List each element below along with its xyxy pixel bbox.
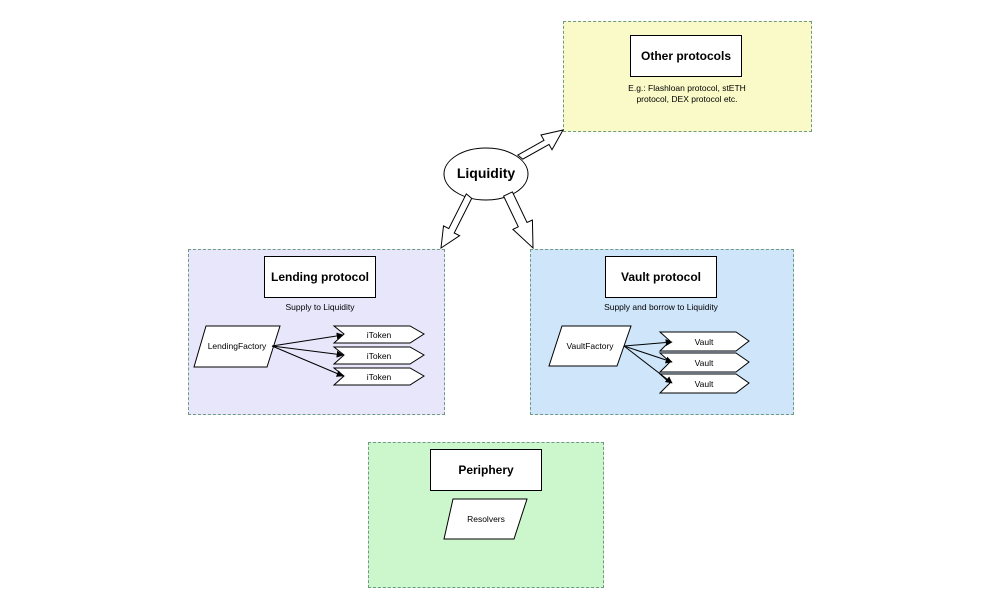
vault-arrow-3 — [623, 345, 673, 384]
periphery-title: Periphery — [430, 449, 542, 491]
vault-factory-shape — [548, 325, 632, 367]
lending-arrow-1 — [271, 332, 344, 347]
itoken-label-3: iToken — [366, 372, 392, 382]
arrow-to-lending-protocol — [440, 193, 473, 250]
arrow-to-vault-protocol — [502, 191, 534, 250]
vault-protocol-title: Vault protocol — [605, 256, 717, 298]
itoken-shape-2 — [332, 346, 425, 365]
other-protocols-caption: E.g.: Flashloan protocol, stETH protocol… — [628, 83, 746, 104]
vault-arrow-1 — [623, 339, 673, 347]
lending-arrow-2 — [271, 345, 344, 358]
resolvers-shape — [443, 498, 528, 540]
vault-factory-label: VaultFactory — [566, 341, 614, 351]
vault-protocol-caption: Supply and borrow to Liquidity — [604, 302, 718, 312]
arrow-to-other-protocols — [516, 129, 564, 160]
vault-label-2: Vault — [694, 358, 714, 368]
lending-factory-label: LendingFactory — [207, 341, 267, 351]
itoken-label-1: iToken — [366, 330, 392, 340]
itoken-label-2: iToken — [366, 351, 392, 361]
liquidity-label: Liquidity — [456, 165, 516, 181]
other-protocols-title: Other protocols — [630, 35, 742, 77]
itoken-shape-1 — [332, 325, 425, 344]
vault-label-1: Vault — [694, 337, 714, 347]
lending-factory-shape — [193, 325, 281, 368]
liquidity-node — [443, 147, 529, 201]
vault-label-3: Vault — [694, 379, 714, 389]
lending-arrow-3 — [271, 345, 344, 377]
lending-protocol-title: Lending protocol — [264, 256, 376, 298]
itoken-shape-3 — [332, 367, 425, 386]
lending-protocol-caption: Supply to Liquidity — [285, 302, 355, 312]
resolvers-label: Resolvers — [467, 514, 505, 524]
vault-arrow-2 — [623, 345, 673, 364]
